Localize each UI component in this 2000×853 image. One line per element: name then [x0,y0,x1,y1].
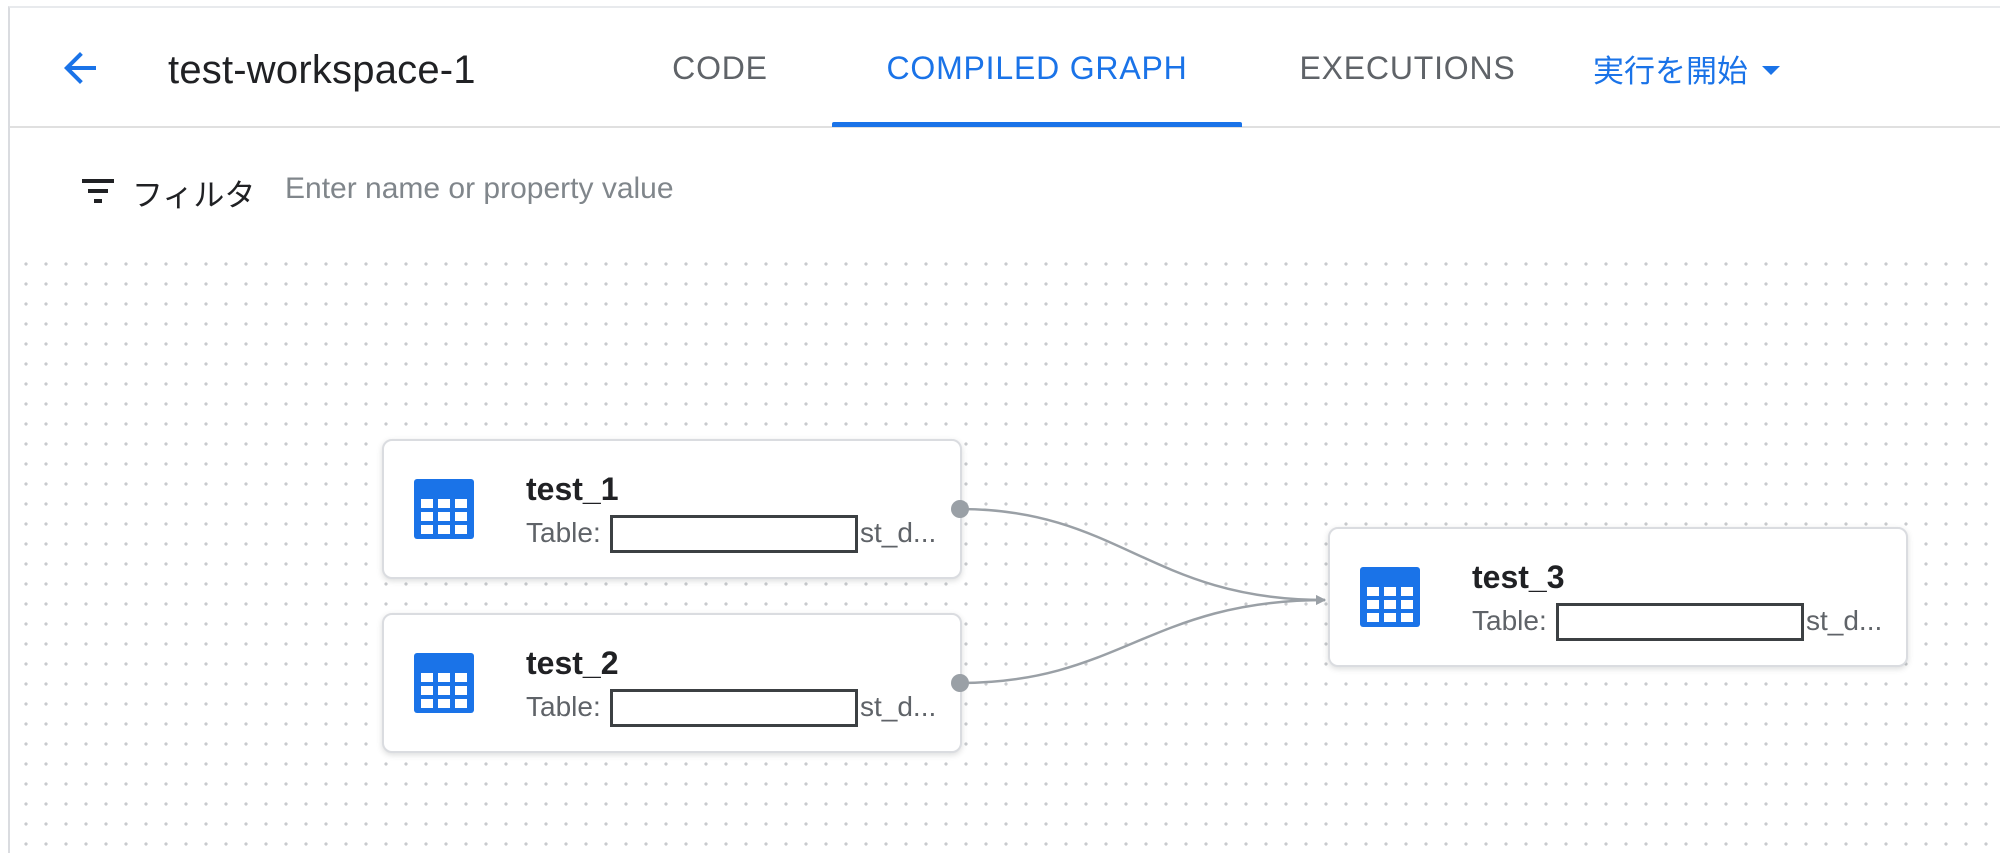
node-name: test_1 [526,471,619,507]
redacted-box [610,515,858,553]
start-execution-label: 実行を開始 [1593,53,1748,90]
table-icon [414,653,474,713]
back-button[interactable] [50,38,110,98]
edge-test2-test3 [959,595,1326,685]
output-port-test-2[interactable] [951,674,969,692]
table-icon [414,479,474,539]
start-execution-menu[interactable]: 実行を開始 [1593,46,1780,90]
node-type-label: Table: [526,691,601,722]
node-dataset-suffix: st_d... [860,517,937,548]
arrow-back-icon [64,52,96,84]
tab-code[interactable]: CODE [672,49,768,86]
workspace-title: test-workspace-1 [168,48,476,92]
caret-down-icon [1762,65,1780,75]
active-tab-indicator [832,122,1242,127]
filter-list-icon[interactable] [82,177,114,205]
table-icon [1360,567,1420,627]
redacted-box [610,689,858,727]
graph-edges [959,507,1326,685]
filter-bar: フィルタ [10,130,2000,248]
header-bar: test-workspace-1 CODE COMPILED GRAPH EXE… [10,8,2000,128]
edge-test1-test3 [959,507,1326,605]
node-type-label: Table: [526,517,601,548]
graph-node-test-2[interactable]: test_2 Table: st_d... [382,613,962,753]
node-dataset-suffix: st_d... [1806,605,1883,636]
filter-input[interactable] [285,166,985,212]
node-dataset-suffix: st_d... [860,691,937,722]
node-name: test_3 [1472,559,1565,595]
tab-executions[interactable]: EXECUTIONS [1299,49,1516,86]
graph-node-test-1[interactable]: test_1 Table: st_d... [382,439,962,579]
output-port-test-1[interactable] [951,500,969,518]
redacted-box [1556,603,1804,641]
node-name: test_2 [526,645,619,681]
filter-label: フィルタ [132,178,256,214]
graph-node-test-3[interactable]: test_3 Table: st_d... [1328,527,1908,667]
node-type-label: Table: [1472,605,1547,636]
workspace-window: test-workspace-1 CODE COMPILED GRAPH EXE… [8,6,2000,853]
graph-canvas[interactable]: test_1 Table: st_d... test_2 Table: st_d… [10,248,2000,853]
tab-compiled-graph[interactable]: COMPILED GRAPH [886,49,1188,86]
